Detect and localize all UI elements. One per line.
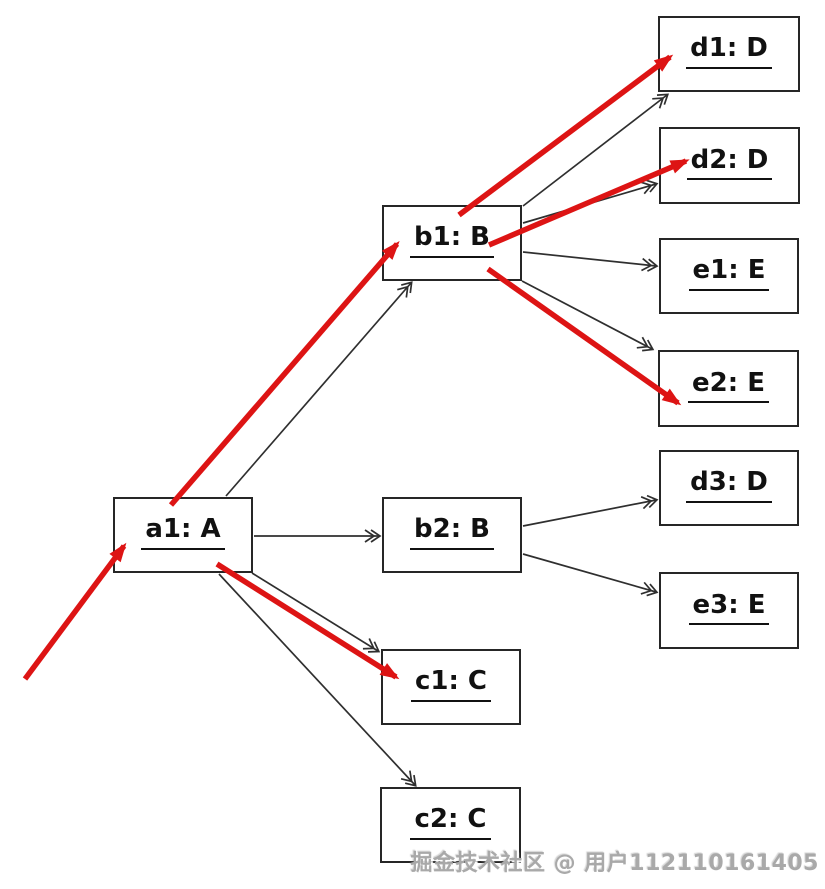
node-d3: d3: D bbox=[659, 450, 799, 526]
node-a1: a1: A bbox=[113, 497, 253, 573]
node-label: b1: B bbox=[410, 224, 494, 258]
node-e1: e1: E bbox=[659, 238, 799, 314]
watermark: 掘金技术社区 @ 用户112110161405 bbox=[410, 851, 819, 876]
node-e2: e2: E bbox=[658, 350, 799, 427]
node-b1: b1: B bbox=[382, 205, 522, 281]
node-label: b2: B bbox=[410, 516, 494, 550]
node-label: d3: D bbox=[686, 469, 772, 503]
node-label: c1: C bbox=[410, 668, 492, 702]
node-label: d1: D bbox=[686, 35, 772, 69]
node-label: e3: E bbox=[688, 591, 770, 626]
node-b2: b2: B bbox=[382, 497, 522, 573]
node-label: a1: A bbox=[141, 516, 225, 550]
node-d2: d2: D bbox=[659, 127, 800, 204]
node-c2: c2: C bbox=[380, 787, 521, 863]
node-d1: d1: D bbox=[658, 16, 800, 92]
node-c1: c1: C bbox=[381, 649, 521, 725]
node-e3: e3: E bbox=[659, 572, 799, 649]
node-label: e1: E bbox=[688, 257, 770, 291]
node-label: e2: E bbox=[688, 369, 769, 404]
node-label: c2: C bbox=[410, 806, 491, 840]
node-label: d2: D bbox=[686, 146, 773, 181]
